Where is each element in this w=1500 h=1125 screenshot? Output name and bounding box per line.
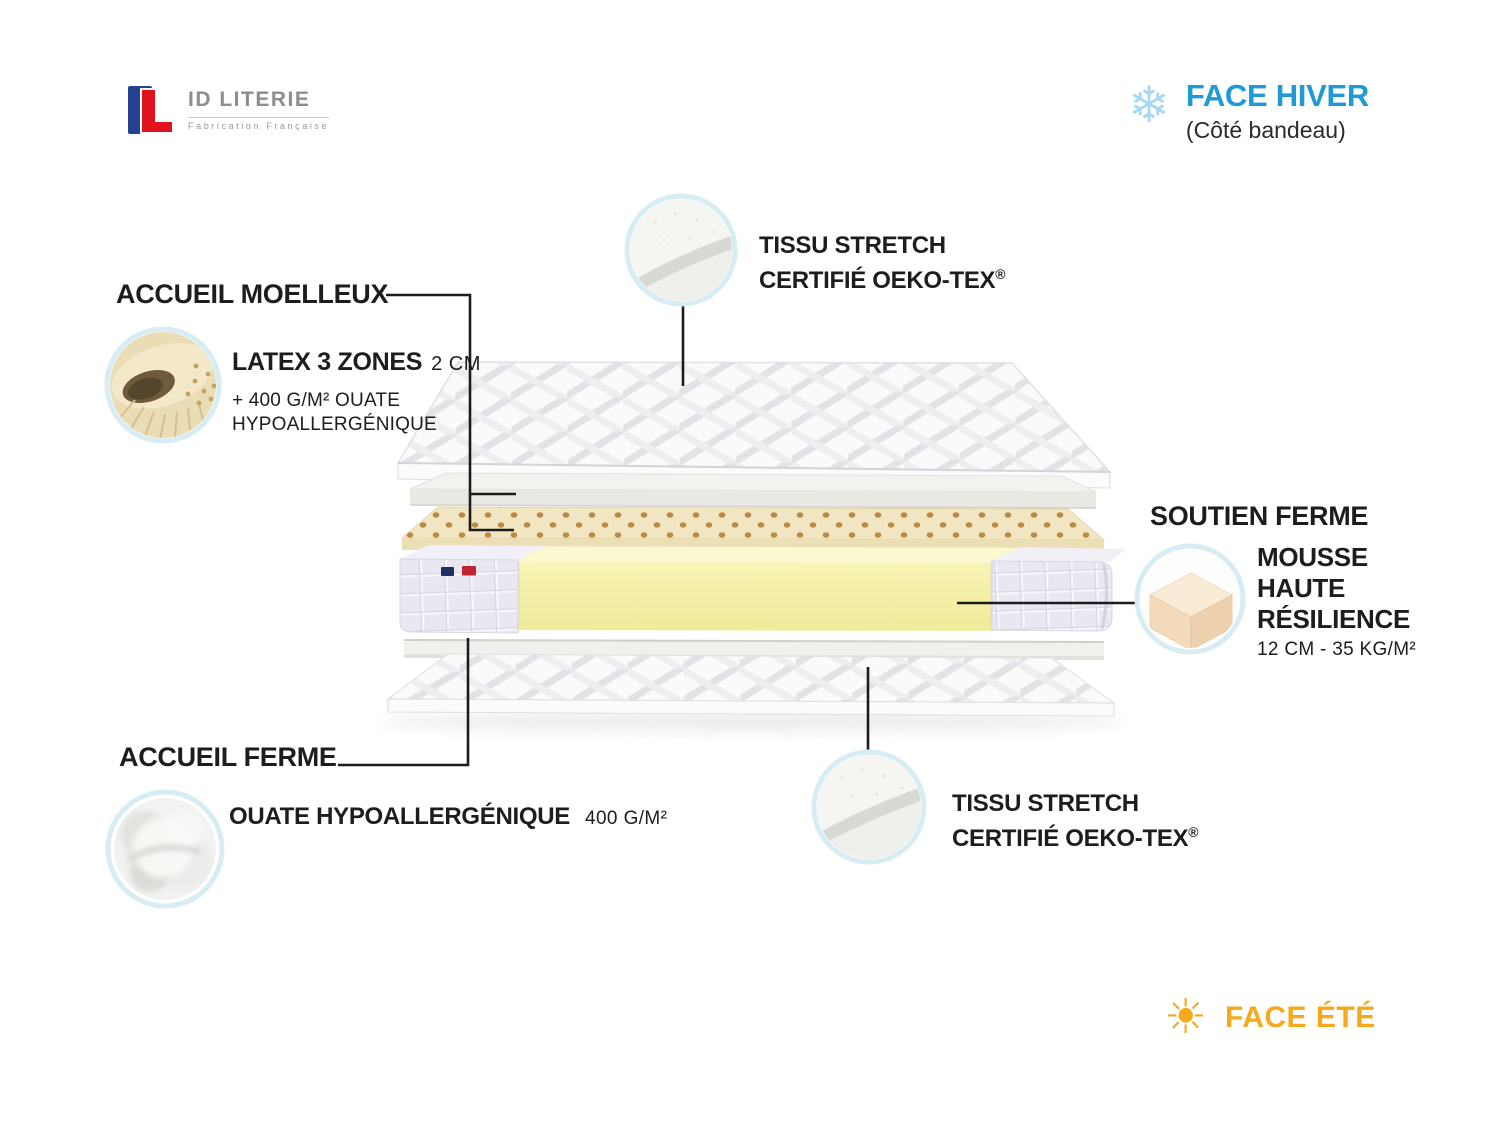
ouate-detail-circle (105, 789, 225, 909)
tissu-top-line1: TISSU STRETCH (759, 232, 946, 259)
registered-mark: ® (1188, 824, 1199, 840)
face-ete-badge: ☀ FACE ÉTÉ (1164, 992, 1376, 1044)
latex-title: LATEX 3 ZONES (232, 348, 423, 376)
mousse-detail-circle (1134, 543, 1246, 655)
logo-red-l (142, 90, 172, 134)
tissu-stretch-bottom-text: TISSU STRETCH CERTIFIÉ OEKO-TEX® (952, 789, 1199, 853)
latex-callout-text: LATEX 3 ZONES 2 CM + 400 G/M² OUATE HYPOA… (232, 348, 481, 437)
face-hiver-badge: ❄ FACE HIVER (Côté bandeau) (1128, 78, 1369, 144)
wadding-layer (409, 472, 1097, 509)
tissu-top-line2: CERTIFIÉ OEKO-TEX (759, 267, 996, 294)
latex-detail-circle (104, 326, 222, 444)
label-accueil-ferme: ACCUEIL FERME (119, 742, 337, 772)
callout-line-accueil-ferme (338, 638, 470, 767)
foam-core (452, 546, 1078, 631)
snowflake-icon: ❄ (1128, 77, 1170, 133)
mousse-callout-text: MOUSSE HAUTE RÉSILIENCE 12 CM - 35 KG/M² (1257, 542, 1416, 661)
face-hiver-subtitle: (Côté bandeau) (1185, 117, 1346, 143)
mousse-line3: RÉSILIENCE (1257, 604, 1411, 634)
mousse-line1: MOUSSE (1257, 542, 1368, 572)
callout-line-accueil-moelleux (386, 293, 514, 532)
tissu-bottom-line1: TISSU STRETCH (952, 790, 1139, 817)
fabric-detail-circle-top (624, 193, 738, 307)
band-label-navy (441, 567, 454, 576)
side-band-left (399, 545, 546, 634)
latex-sub-line1: + 400 G/M² OUATE (232, 390, 401, 411)
sun-icon: ☀ (1164, 991, 1208, 1044)
face-hiver-title: FACE HIVER (1185, 78, 1369, 113)
ouate-title: OUATE HYPOALLERGÉNIQUE (229, 803, 570, 830)
fabric-detail-circle-bottom (811, 749, 927, 865)
label-accueil-moelleux: ACCUEIL MOELLEUX (116, 279, 389, 309)
mousse-line2: HAUTE (1257, 573, 1346, 603)
tissu-stretch-top-text: TISSU STRETCH CERTIFIÉ OEKO-TEX® (759, 231, 1006, 295)
brand-logo: ID LITERIE Fabrication Française (128, 84, 330, 136)
mousse-spec: 12 CM - 35 KG/M² (1257, 639, 1416, 660)
latex-size: 2 CM (431, 353, 481, 375)
ouate-spec: 400 G/M² (584, 808, 668, 829)
registered-mark: ® (995, 266, 1006, 282)
tissu-bottom-line2: CERTIFIÉ OEKO-TEX (952, 825, 1189, 852)
brand-tagline: Fabrication Française (188, 117, 330, 131)
ouate-callout-text: OUATE HYPOALLERGÉNIQUE 400 G/M² (229, 803, 667, 831)
bottom-quilt-layer (386, 653, 1116, 717)
latex-sub-line2: HYPOALLERGÉNIQUE (232, 414, 437, 435)
band-label-red (462, 566, 476, 576)
brand-name: ID LITERIE (188, 88, 311, 111)
side-band-right (991, 547, 1126, 632)
top-quilt-layer (396, 361, 1112, 489)
face-ete-title: FACE ÉTÉ (1225, 1001, 1376, 1034)
mattress-shadow (380, 711, 1120, 733)
logo-mark-icon (128, 84, 178, 136)
label-soutien-ferme: SOUTIEN FERME (1150, 501, 1369, 531)
